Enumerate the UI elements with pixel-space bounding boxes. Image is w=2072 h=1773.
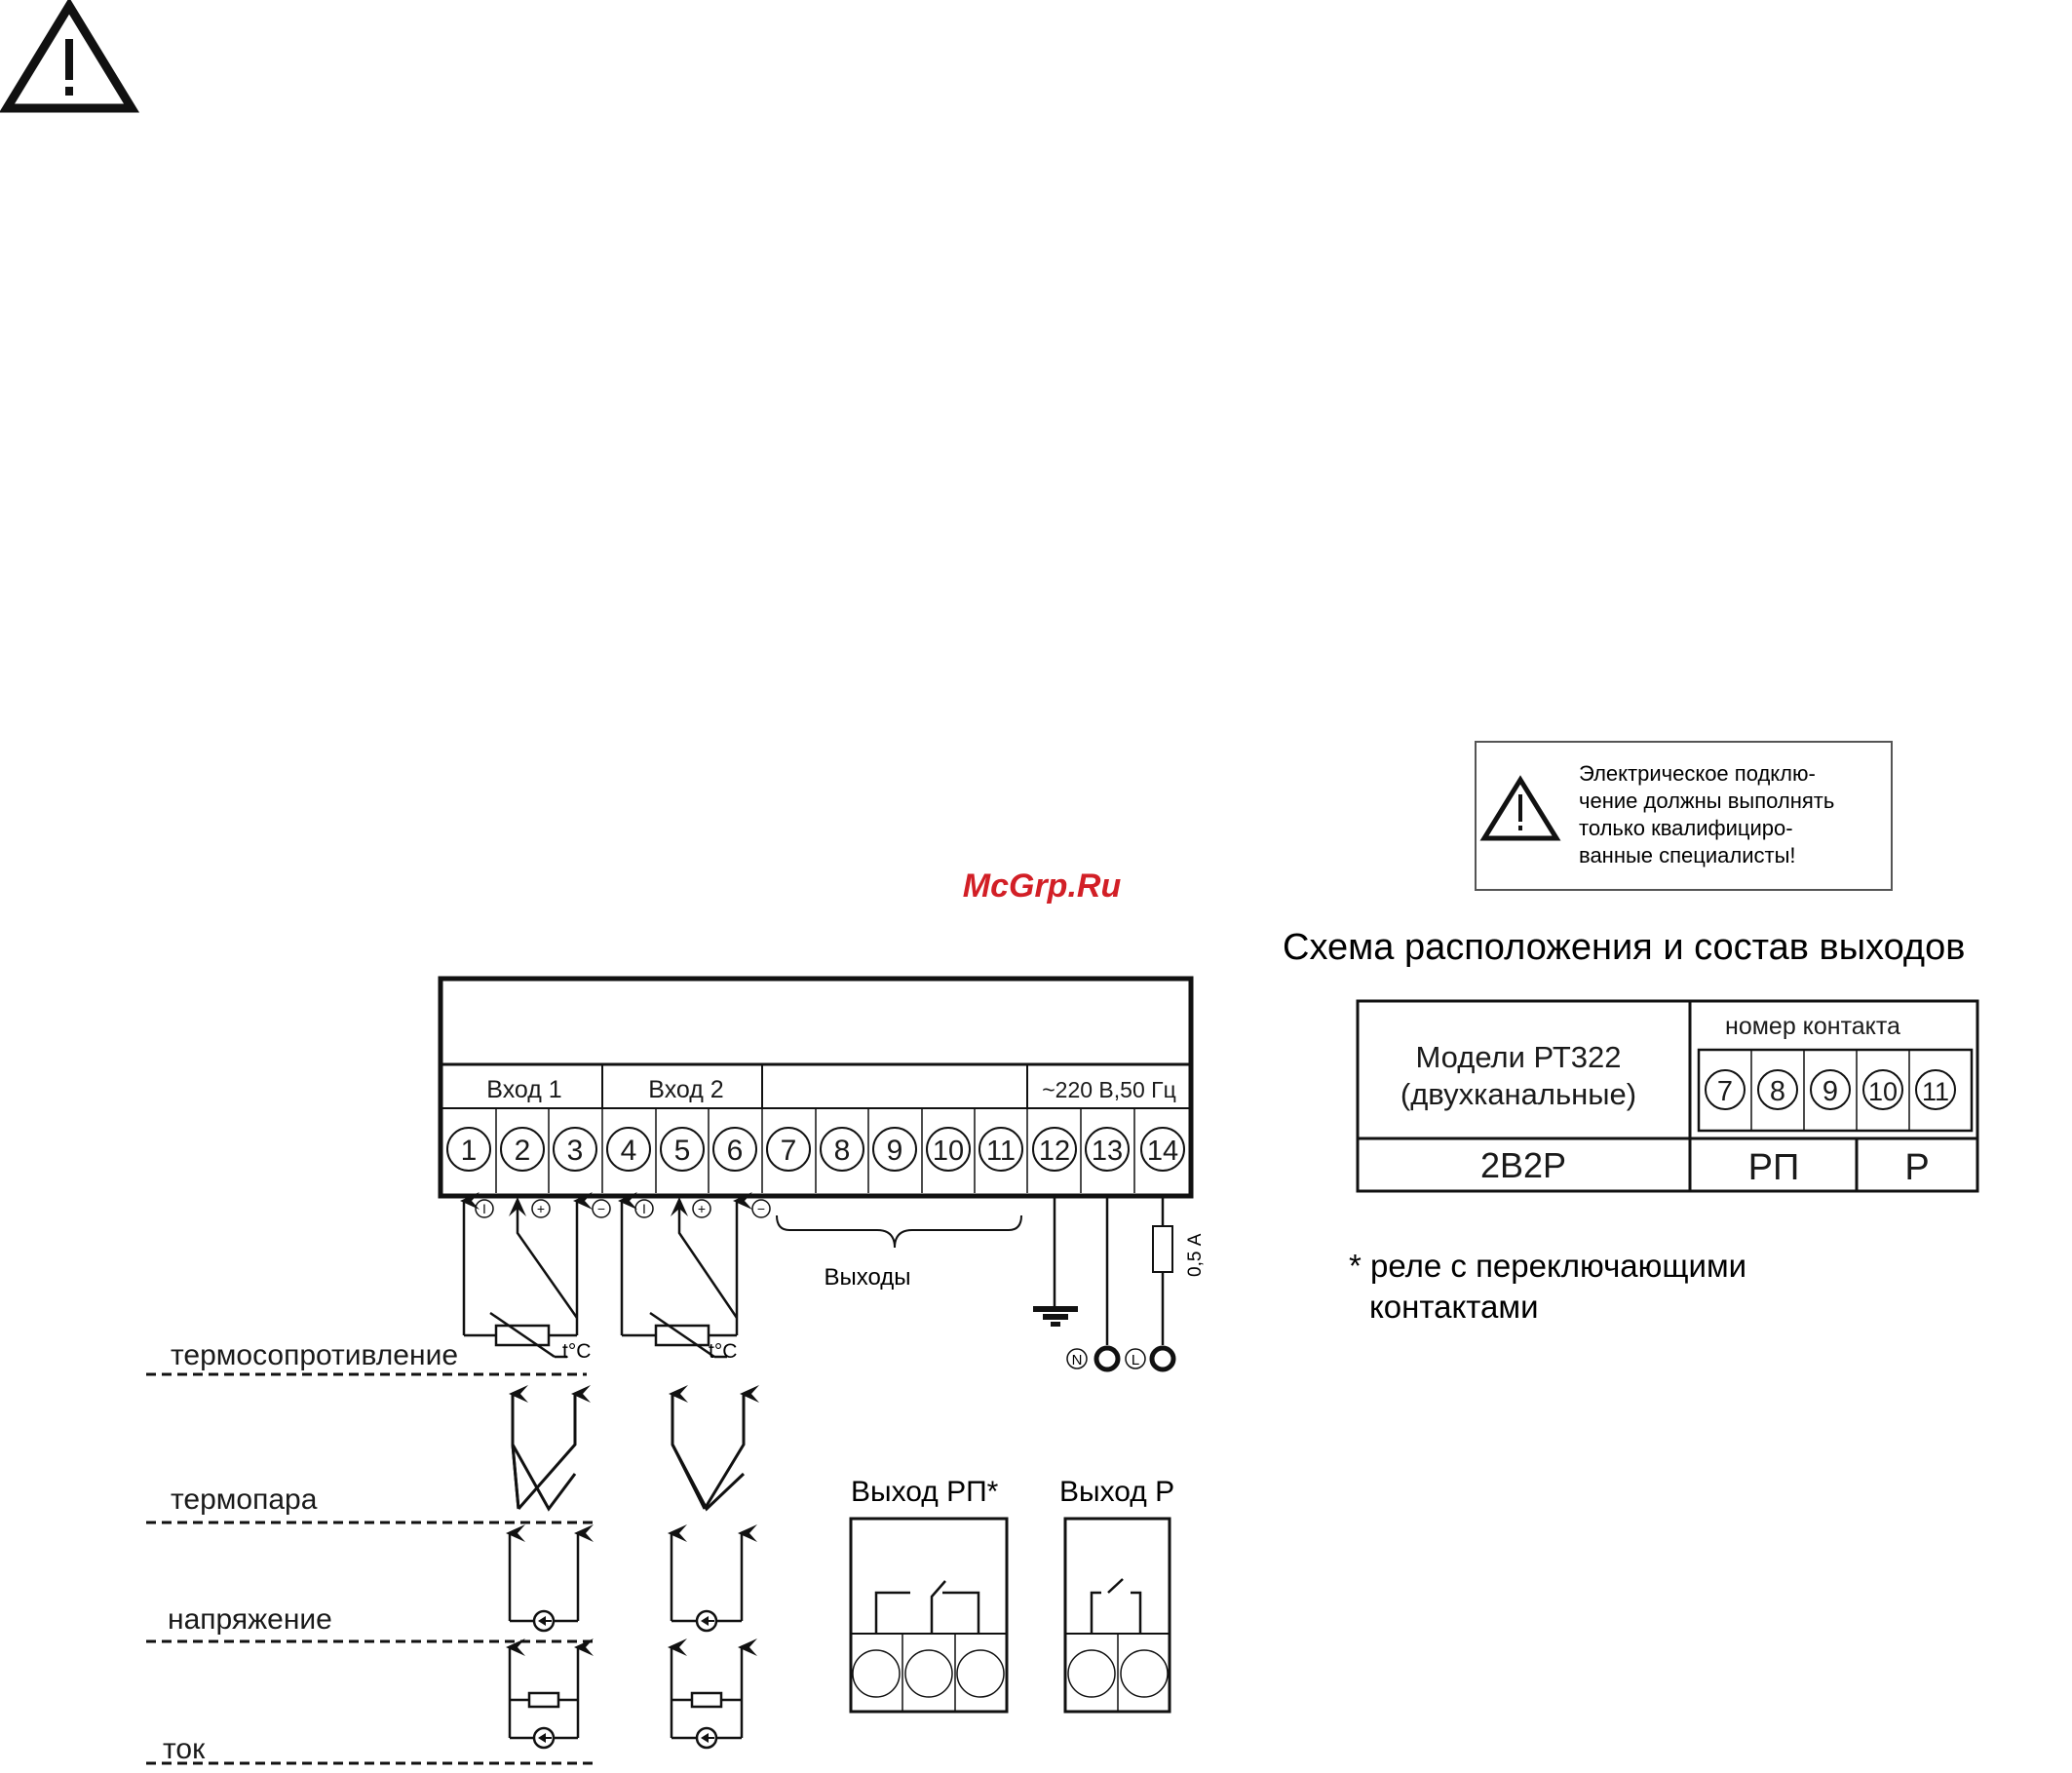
terminal-block — [438, 976, 1194, 1199]
terminal-number: 3 — [567, 1135, 584, 1167]
terminal-number: 1 — [461, 1135, 478, 1167]
pin-marker-labels: I + − I + − — [482, 1201, 765, 1216]
rtd-wiring — [460, 1192, 752, 1359]
power-terminals — [1066, 1345, 1176, 1372]
output-r: Р — [1904, 1147, 1929, 1188]
outputs-brace — [776, 1214, 1022, 1249]
terminal-number: 12 — [1039, 1136, 1070, 1167]
neutral-marker — [1066, 1348, 1088, 1369]
terminal-number: 9 — [887, 1135, 903, 1167]
contact-header: номер контакта — [1725, 1013, 1900, 1040]
terminal-labels: Вход 1 Вход 2 ~220 В,50 Гц 1 2 3 4 5 6 7… — [461, 1076, 1178, 1167]
relay-r-label: Выход Р — [1059, 1476, 1174, 1508]
terminal-number: 13 — [1092, 1136, 1123, 1167]
power-label: ~220 В,50 Гц — [1042, 1077, 1176, 1102]
input-2-label: Вход 2 — [648, 1076, 723, 1103]
thermocouple-shapes — [511, 1444, 746, 1512]
terminal-number: 6 — [727, 1135, 744, 1167]
pin-mark-plus: + — [698, 1201, 706, 1216]
thermocouple-wiring — [509, 1385, 759, 1510]
voltage-source-icon — [538, 1616, 714, 1626]
output-rp: РП — [1748, 1147, 1800, 1188]
sensor-label-rtd: термосопротивление — [171, 1339, 458, 1371]
contact-number: 10 — [1868, 1077, 1898, 1106]
line-terminal — [1149, 1345, 1176, 1372]
pin-mark-current: I — [482, 1201, 486, 1216]
terminal-number: 4 — [621, 1135, 637, 1167]
neutral-label: N — [1072, 1352, 1083, 1368]
terminal-number: 14 — [1147, 1136, 1178, 1167]
outputs-table — [1356, 999, 1979, 1193]
current-wiring — [506, 1638, 757, 1750]
line-marker — [1125, 1348, 1146, 1369]
layout-title: Схема расположения и состав выходов — [1283, 927, 1965, 968]
neutral-terminal — [1094, 1345, 1121, 1372]
contact-number: 7 — [1717, 1076, 1733, 1107]
pin-mark-current: I — [642, 1201, 646, 1216]
warning-box-icon — [1479, 775, 1561, 841]
fuse-icon — [1152, 1225, 1173, 1273]
warning-line-1: Электрическое подклю- — [1579, 761, 1816, 786]
outputs-label: Выходы — [824, 1264, 910, 1291]
ground-icon — [1033, 1306, 1078, 1327]
warning-line-2: чение должны выполнять — [1579, 789, 1834, 813]
warning-box: Электрическое подклю- чение должны выпол… — [1475, 741, 1893, 891]
warning-line-3: только квалифициро- — [1579, 816, 1793, 840]
terminal-number: 2 — [515, 1135, 531, 1167]
sensor-label-voltage: напряжение — [168, 1603, 332, 1636]
line-label: L — [1132, 1352, 1139, 1368]
terminal-number: 5 — [674, 1135, 691, 1167]
relay-rp-label: Выход РП* — [851, 1476, 999, 1508]
relay-rp — [849, 1517, 1009, 1714]
warning-line-4: ванные специалисты! — [1579, 843, 1796, 867]
sensor-label-thermocouple: термопара — [171, 1484, 318, 1516]
outputs-table-text: Модели РТ322 (двухканальные) номер конта… — [1401, 1013, 1949, 1188]
model-subtitle: (двухканальные) — [1401, 1077, 1636, 1111]
pin-mark-minus: − — [597, 1201, 605, 1216]
sensor-rows: термосопротивление термопара напряжение … — [163, 1339, 458, 1765]
footnote-line-2: контактами — [1369, 1289, 1539, 1325]
footnote-line-1: * реле с переключающими — [1349, 1248, 1746, 1284]
model-code: 2В2Р — [1480, 1145, 1566, 1185]
terminal-number: 7 — [781, 1135, 797, 1167]
pin-mark-minus: − — [757, 1201, 765, 1216]
contact-number: 9 — [1823, 1076, 1838, 1107]
contact-number: 8 — [1770, 1076, 1785, 1107]
temp-label: t°C — [562, 1340, 591, 1363]
voltage-wiring — [506, 1524, 757, 1633]
terminal-number: 11 — [986, 1136, 1016, 1167]
input-1-label: Вход 1 — [486, 1076, 561, 1103]
fuse-label: 0,5 А — [1185, 1233, 1206, 1277]
terminal-number: 8 — [834, 1135, 851, 1167]
model-name: Модели РТ322 — [1416, 1040, 1622, 1074]
current-source-icon — [538, 1733, 714, 1743]
pin-mark-plus: + — [537, 1201, 545, 1216]
watermark-text: McGrp.Ru — [963, 867, 1122, 905]
temp-label: t°C — [709, 1340, 737, 1363]
power-wiring — [1053, 1196, 1165, 1345]
warning-icon — [0, 0, 140, 113]
terminal-number: 10 — [933, 1136, 964, 1167]
relay-r — [1063, 1517, 1171, 1714]
sensor-label-current: ток — [163, 1733, 206, 1765]
rtd-arrowheads — [509, 1197, 688, 1216]
contact-number: 11 — [1922, 1077, 1949, 1106]
